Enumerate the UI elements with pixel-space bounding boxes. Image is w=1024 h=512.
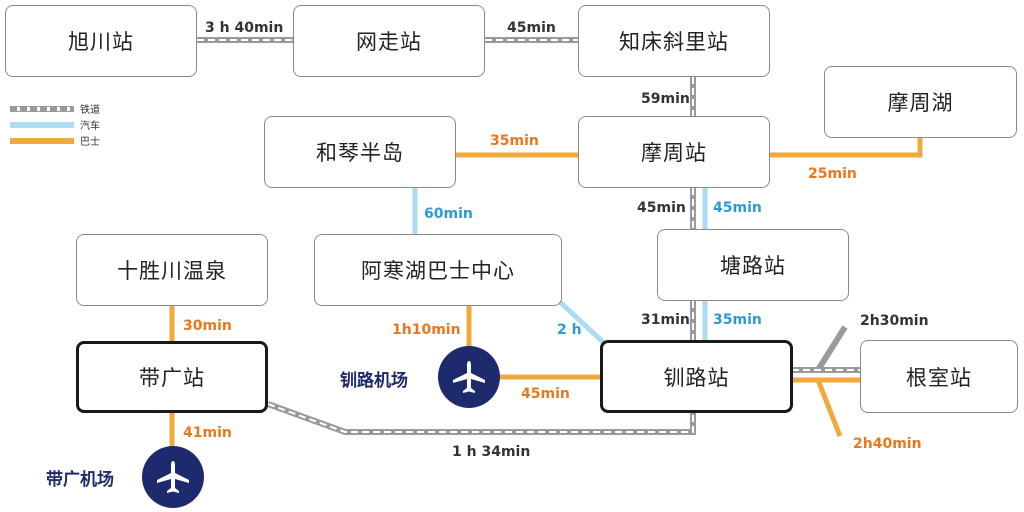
station-wakoto-peninsula: 和琴半岛 [264,116,456,188]
rail-line-obihiro-kushiro [267,403,694,433]
time-asahikawa-abashiri: 3 h 40min [205,20,284,36]
bus-swatch [10,137,74,144]
station-asahikawa: 旭川站 [5,5,197,77]
time-kushiro-nemuro-bus: 2h40min [853,436,922,452]
legend-bus-label: 巴士 [80,137,100,148]
car-lines [412,188,708,344]
time-abashiri-shiretoko: 45min [507,20,556,36]
legend-car: 汽车 [10,117,100,132]
car-swatch [10,121,74,128]
station-akan-bus-center: 阿寒湖巴士中心 [314,234,562,306]
time-wakoto-akan: 60min [424,206,473,222]
car-line-akan-kushiro [558,300,605,344]
bus-line-mashu-mashuko [768,138,923,158]
station-shiretoko-shari: 知床斜里站 [578,5,770,77]
time-obihiro-obihiroair: 41min [183,425,232,441]
time-kushiroair-kushiro: 45min [521,386,570,402]
kushiro-airport-label: 钏路机场 [340,371,408,391]
legend-rail: 铁道 [10,101,100,116]
station-kushiro: 钏路站 [600,340,793,413]
airplane-icon [157,461,189,493]
station-abashiri: 网走站 [293,5,485,77]
obihiro-airport-plane-icon [142,446,204,508]
time-akan-kushiroair: 1h10min [392,322,461,338]
time-tokachi-obihiro: 30min [183,318,232,334]
station-obihiro: 带广站 [76,341,268,413]
station-mashu: 摩周站 [578,116,770,188]
time-mashu-toro-rail: 45min [637,200,686,216]
time-shiretoko-mashu: 59min [641,91,690,107]
airplane-icon [453,361,485,393]
station-mashuko: 摩周湖 [824,66,1017,138]
time-toro-kushiro-car: 35min [713,312,762,328]
obihiro-airport-label: 带广机场 [46,470,114,490]
kushiro-airport-plane-icon [438,346,500,408]
time-wakoto-mashu: 35min [490,133,539,149]
time-kushiro-nemuro-rail: 2h30min [860,313,929,329]
station-toro: 塘路站 [657,229,849,301]
station-nemuro: 根室站 [860,340,1018,413]
rail-lines [197,37,862,435]
time-obihiro-kushiro-rail: 1 h 34min [452,444,531,460]
station-tokachigawa-onsen: 十胜川温泉 [76,234,268,306]
legend-bus: 巴士 [10,133,100,148]
time-toro-kushiro-rail: 31min [641,312,690,328]
time-akan-kushiro: 2 h [557,322,582,338]
time-mashu-toro-car: 45min [713,200,762,216]
time-mashu-mashuko: 25min [808,166,857,182]
rail-swatch [10,105,74,112]
legend-car-label: 汽车 [80,121,100,132]
legend-rail-label: 铁道 [80,105,100,116]
bus-line-kushiro-nemuro-branch [792,377,843,437]
bus-lines [169,138,923,448]
